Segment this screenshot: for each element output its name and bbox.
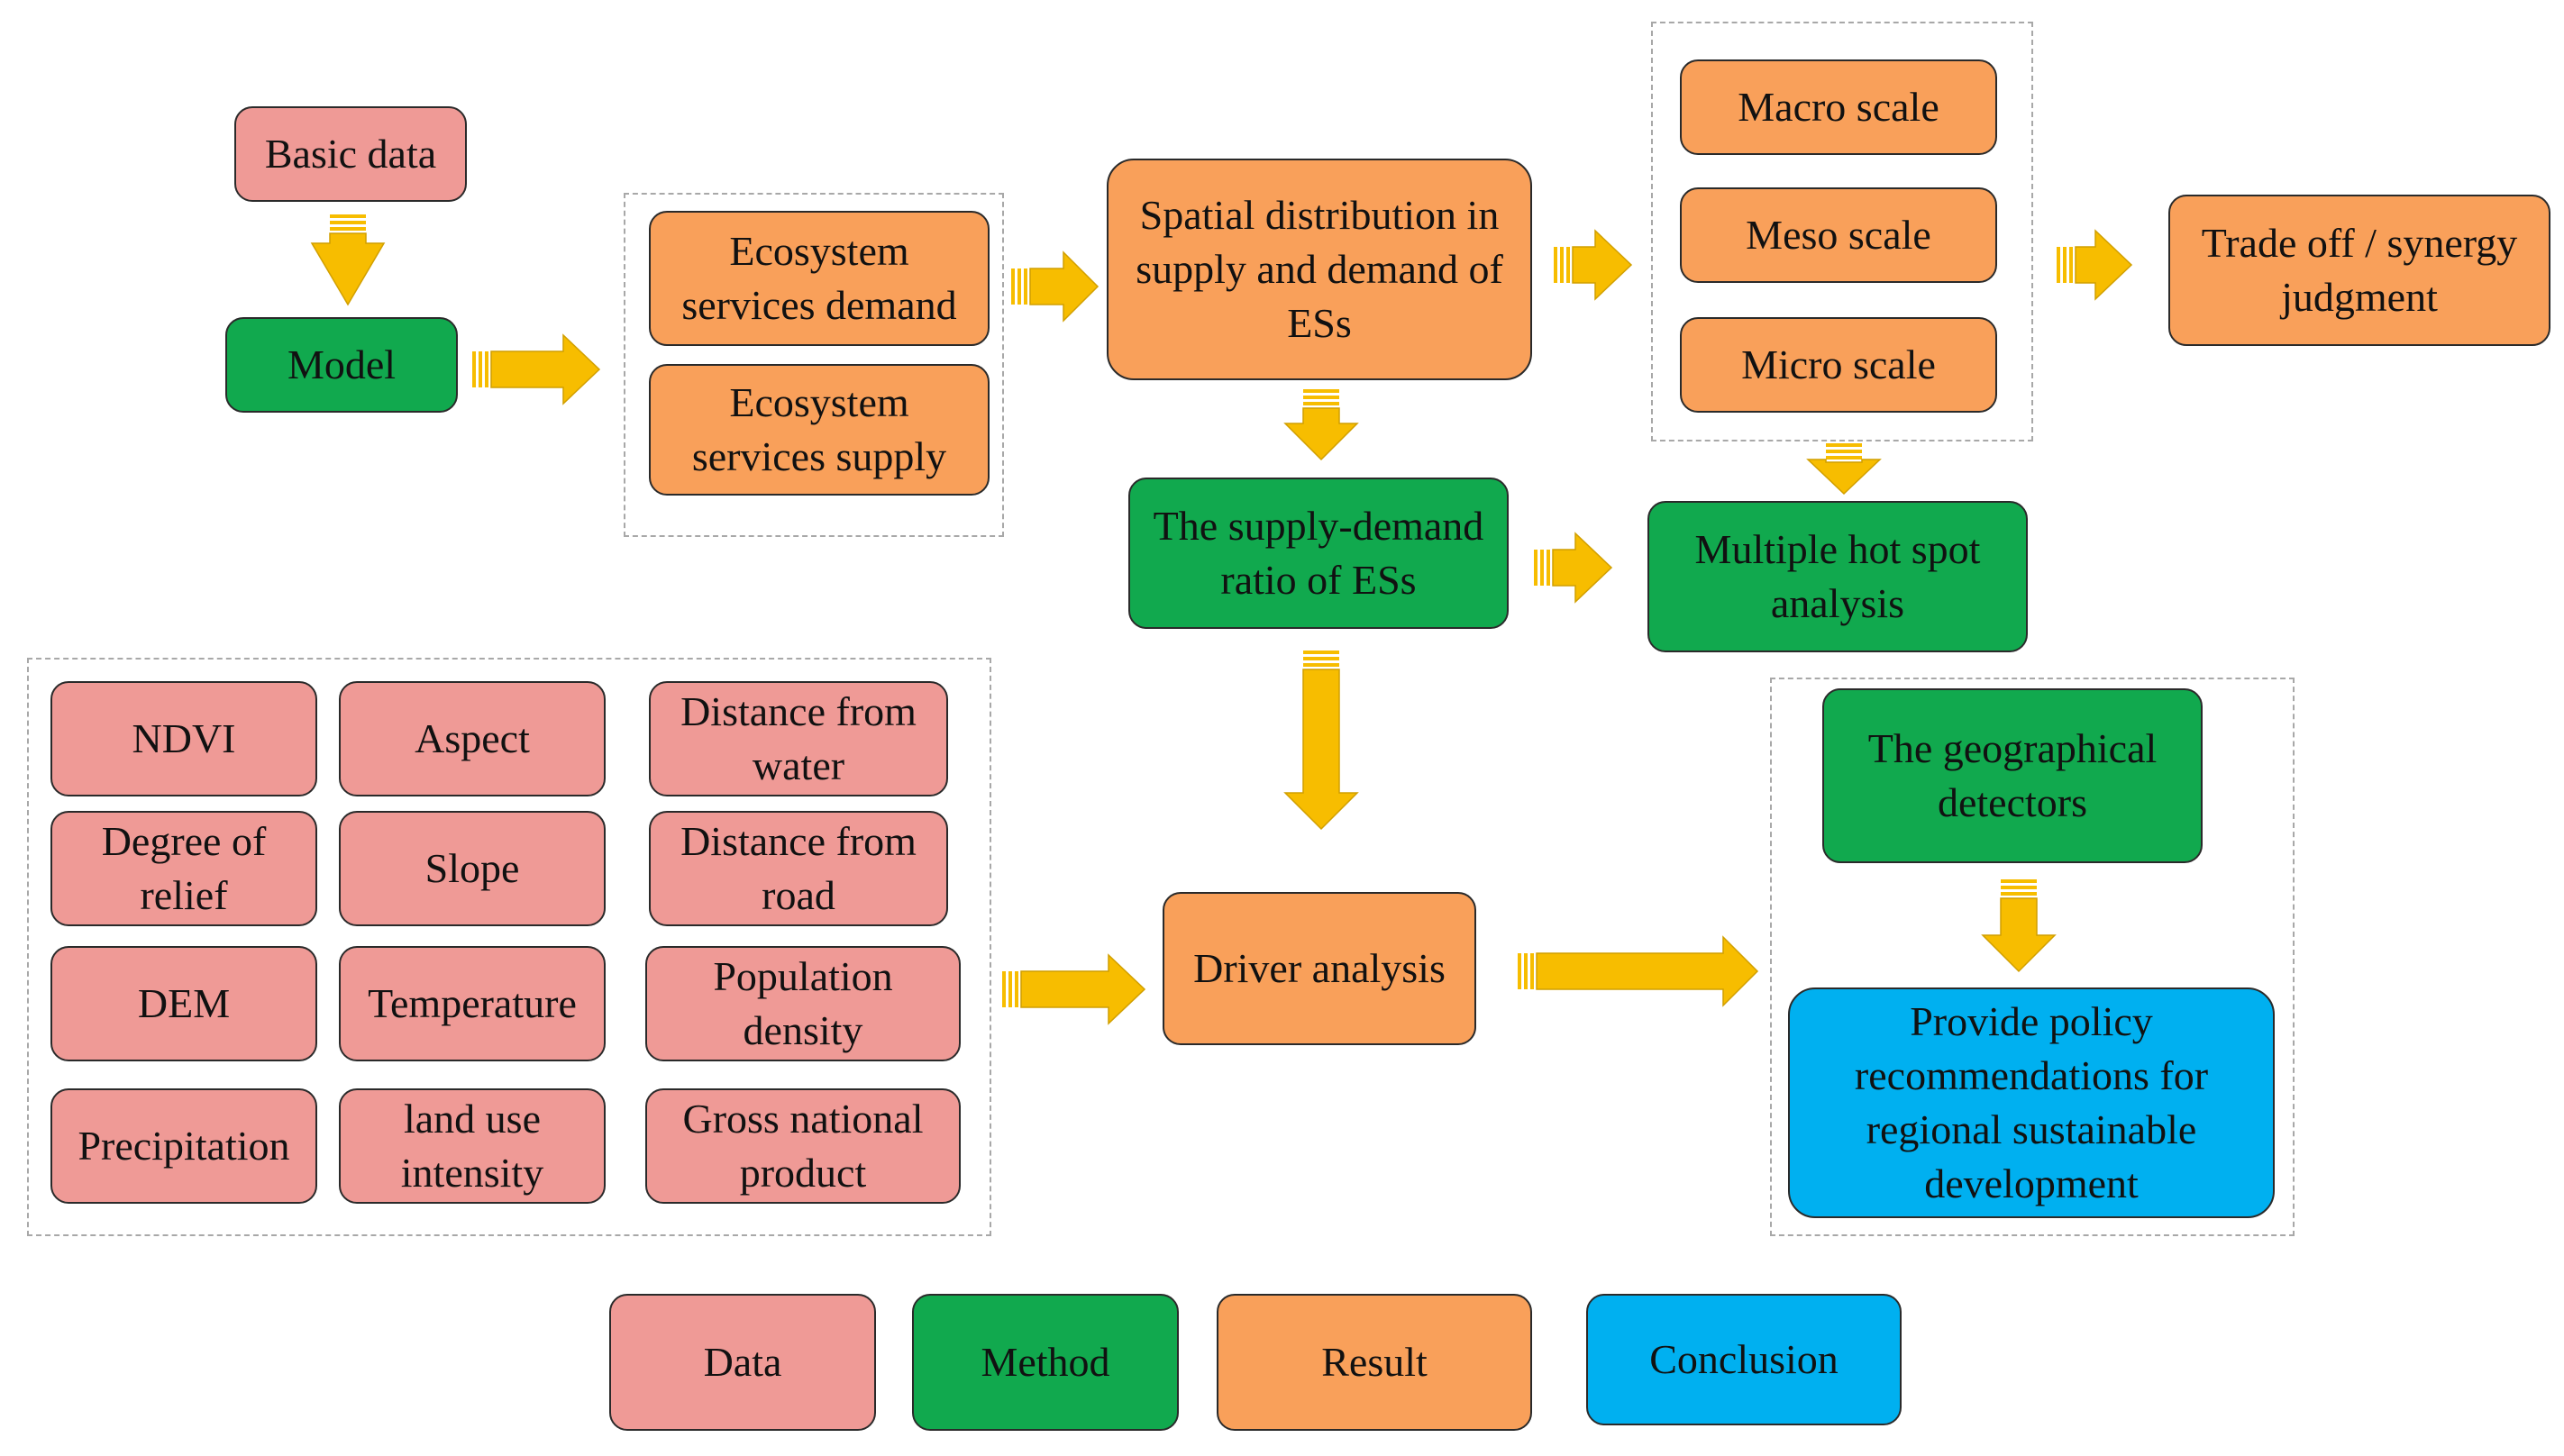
arrow-model-to-es (472, 333, 601, 405)
arrow-detectors-to-policy (1981, 879, 2057, 973)
conclusion-group-frame (1770, 678, 2295, 1236)
spatial-distribution-node: Spatial distribution in supply and deman… (1107, 159, 1532, 380)
macro-scale-node: Macro scale (1680, 59, 1997, 155)
driver-analysis-node: Driver analysis (1163, 892, 1476, 1045)
arrow-scales-to-hotspot (1806, 443, 1882, 496)
factor-aspect: Aspect (339, 681, 606, 796)
es-group-frame (624, 193, 1004, 537)
arrow-basic-data-to-model (310, 214, 386, 306)
basic-data-node: Basic data (234, 106, 467, 202)
legend-conclusion: Conclusion (1586, 1294, 1902, 1425)
factor-distance-from-road: Distance from road (649, 811, 948, 926)
factor-slope: Slope (339, 811, 606, 926)
es-demand-node: Ecosystem services demand (649, 211, 990, 346)
meso-scale-node: Meso scale (1680, 187, 1997, 283)
scale-group-frame (1651, 22, 2033, 441)
arrow-driver-to-conclusion (1518, 935, 1759, 1007)
hot-spot-node: Multiple hot spot analysis (1647, 501, 2028, 652)
es-supply-node: Ecosystem services supply (649, 364, 990, 496)
legend-result: Result (1217, 1294, 1532, 1431)
factor-degree-of-relief: Degree of relief (50, 811, 317, 926)
factor-gross-national-product: Gross national product (645, 1088, 961, 1204)
micro-scale-node: Micro scale (1680, 317, 1997, 413)
arrow-spatial-to-ratio (1283, 389, 1359, 461)
arrow-ratio-to-hotspot (1534, 532, 1613, 604)
arrow-spatial-to-scales (1554, 229, 1633, 301)
factor-ndvi: NDVI (50, 681, 317, 796)
arrow-scales-to-tradeoff (2057, 229, 2133, 301)
factor-temperature: Temperature (339, 946, 606, 1061)
factors-group-frame (27, 658, 991, 1236)
factor-land-use-intensity: land use intensity (339, 1088, 606, 1204)
legend-data: Data (609, 1294, 876, 1431)
factor-dem: DEM (50, 946, 317, 1061)
legend-method: Method (912, 1294, 1179, 1431)
factor-precipitation: Precipitation (50, 1088, 317, 1204)
tradeoff-node: Trade off / synergy judgment (2168, 195, 2550, 346)
factor-population-density: Population density (645, 946, 961, 1061)
policy-node: Provide policy recommendations for regio… (1788, 987, 2275, 1218)
supply-demand-ratio-node: The supply-demand ratio of ESs (1128, 478, 1509, 629)
geo-detectors-node: The geographical detectors (1822, 688, 2203, 863)
arrow-es-to-spatial (1011, 250, 1100, 323)
arrow-ratio-to-driver (1283, 651, 1359, 831)
factor-distance-from-water: Distance from water (649, 681, 948, 796)
arrow-factors-to-driver (1002, 953, 1146, 1025)
model-node: Model (225, 317, 458, 413)
